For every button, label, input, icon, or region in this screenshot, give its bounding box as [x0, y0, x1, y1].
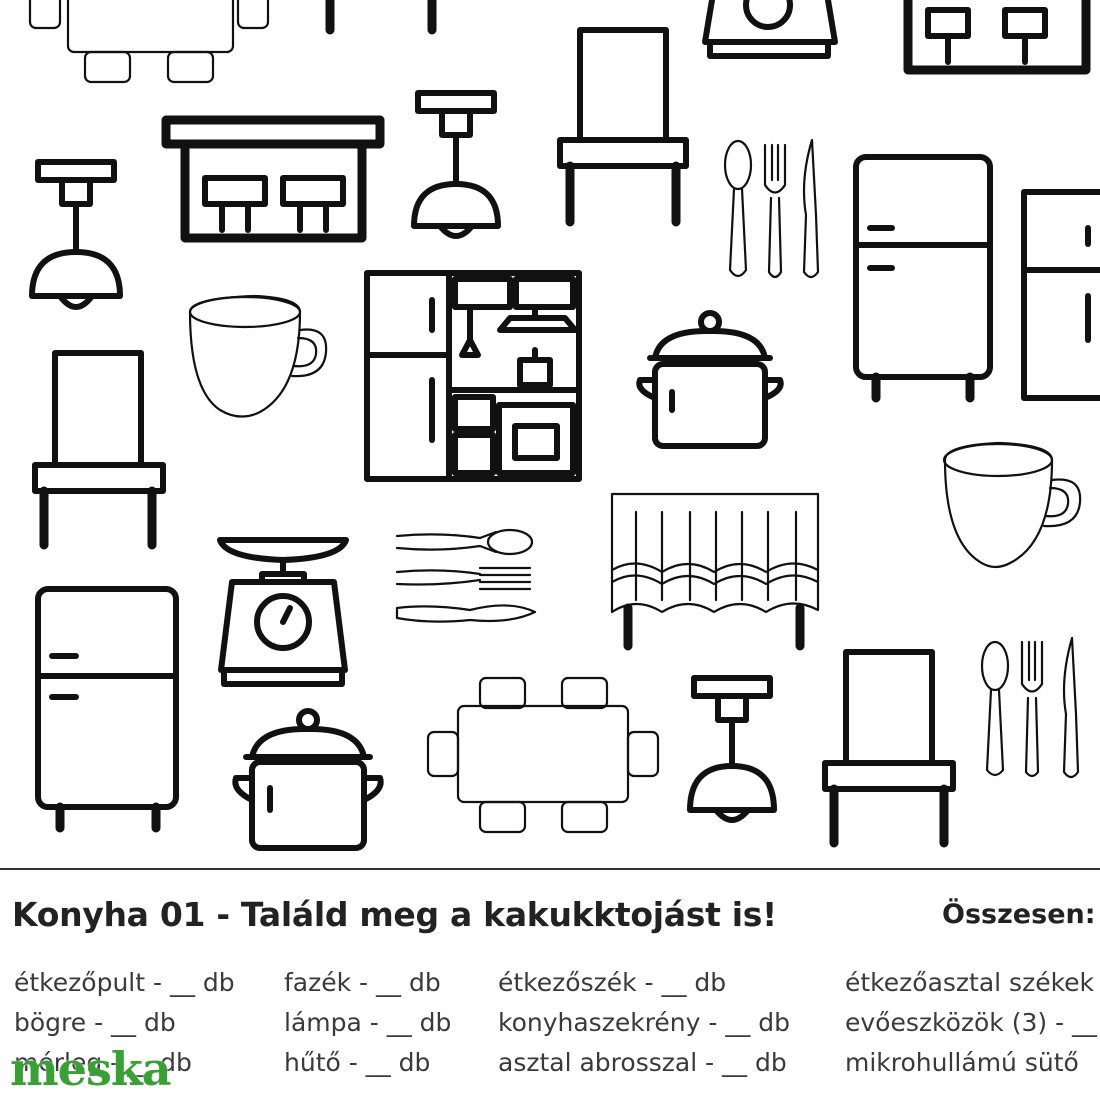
- item-count-line: bögre - __ db: [14, 1008, 176, 1037]
- item-count-line: étkezőpult - __ db: [14, 968, 235, 997]
- kitchen-cabinet-icon: [1021, 189, 1100, 401]
- chair-icon: [557, 27, 689, 227]
- chair-icon: [32, 350, 166, 550]
- item-count-line: étkezőasztal székek: [845, 968, 1095, 997]
- item-count-line: asztal abrosszal - __ db: [498, 1048, 787, 1077]
- cutlery-icon: [395, 528, 537, 623]
- item-count-column: fazék - __ db lámpa - __ db hűtő - __ db: [284, 963, 451, 1083]
- scale-icon: [217, 537, 349, 687]
- pot-icon: [232, 708, 384, 851]
- item-count-line: mérleg - __ db: [14, 1048, 192, 1077]
- fridge-icon: [35, 586, 179, 833]
- item-count-column: étkezőasztal székek evőeszközök (3) - __…: [845, 963, 1097, 1083]
- item-count-line: hűtő - __ db: [284, 1048, 431, 1077]
- kitchen-items-illustration: [28, 0, 1100, 851]
- item-count-line: evőeszközök (3) - __: [845, 1008, 1098, 1037]
- dining-table-icon: [426, 676, 660, 834]
- cutlery-icon: [980, 636, 1080, 779]
- total-label: Összesen:: [942, 899, 1096, 930]
- divider-line: [0, 868, 1100, 870]
- table-with-tablecloth-icon: [610, 492, 820, 651]
- item-count-line: lámpa - __ db: [284, 1008, 452, 1037]
- pot-icon: [636, 310, 784, 449]
- mug-icon: [942, 441, 1082, 569]
- item-count-line: fazék - __ db: [284, 968, 441, 997]
- item-count-line: konyhaszekrény - __ db: [498, 1008, 791, 1037]
- cutlery-icon: [723, 138, 820, 279]
- item-count-column: étkezőpult - __ db bögre - __ db mérleg …: [14, 963, 235, 1083]
- mug-icon: [188, 294, 328, 418]
- dining-counter-icon: [161, 115, 385, 243]
- meska-watermark: meska: [10, 1042, 172, 1096]
- chair-icon: [325, 0, 437, 35]
- lamp-icon: [29, 159, 123, 310]
- lamp-icon: [687, 675, 777, 823]
- item-count-line: mikrohullámú sütő: [845, 1048, 1079, 1077]
- chair-icon: [822, 649, 956, 848]
- dining-counter-icon: [903, 0, 1091, 75]
- kitchen-cabinet-icon: [364, 270, 582, 482]
- item-count-column: étkezőszék - __ db konyhaszekrény - __ d…: [498, 963, 790, 1083]
- lamp-icon: [411, 90, 501, 239]
- dining-table-icon: [28, 0, 270, 84]
- scale-icon: [702, 0, 838, 59]
- worksheet-title: Konyha 01 - Találd meg a kakukktojást is…: [12, 895, 777, 934]
- item-count-line: étkezőszék - __ db: [498, 968, 727, 997]
- fridge-icon: [853, 154, 993, 403]
